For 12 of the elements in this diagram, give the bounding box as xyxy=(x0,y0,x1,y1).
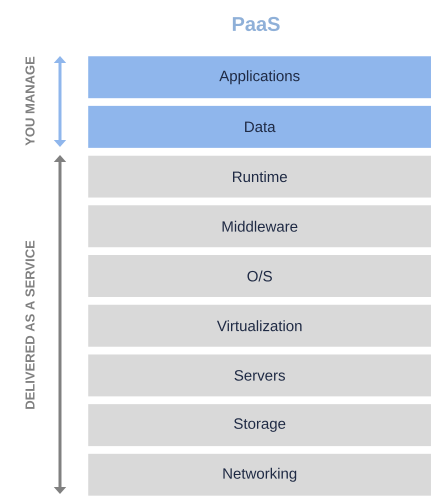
side-label: YOU MANAGE xyxy=(25,56,35,146)
layer-box: Runtime xyxy=(88,156,431,198)
layer-box: Servers xyxy=(88,354,431,396)
layer-box: Middleware xyxy=(88,205,431,248)
layer-box: O/S xyxy=(88,255,431,297)
side-label: DELIVERED AS A SERVICE xyxy=(25,240,35,409)
layer-box: Networking xyxy=(88,454,431,496)
layer-box: Data xyxy=(88,106,431,148)
title: PaaS xyxy=(232,16,280,32)
layer-box: Virtualization xyxy=(88,304,431,347)
layer-box: Storage xyxy=(88,404,431,446)
layer-box: Applications xyxy=(88,56,431,98)
